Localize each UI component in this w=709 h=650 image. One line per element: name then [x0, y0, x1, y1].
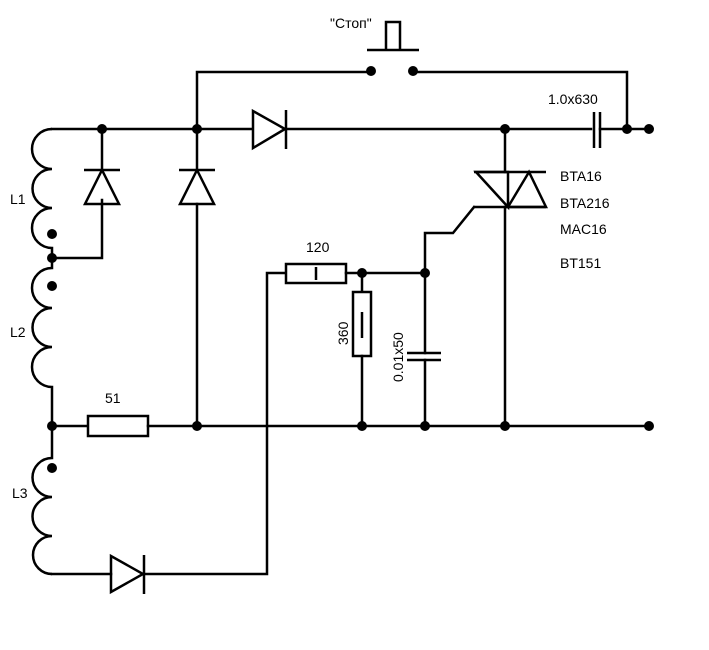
inductor-l3-dot — [47, 463, 57, 473]
inductor-l2-dot — [47, 281, 57, 291]
triac-triangle-down — [473, 170, 510, 211]
stop-button-label: "Стоп" — [330, 15, 372, 31]
inductor-l1-label: L1 — [10, 191, 26, 207]
resistor-51 — [86, 414, 150, 438]
wire-gate — [423, 205, 476, 275]
inductor-l3 — [31, 426, 54, 576]
resistor-51-label: 51 — [105, 390, 121, 406]
diode-top-triangle — [251, 108, 288, 151]
triac-label-3: MAC16 — [560, 221, 607, 237]
button-contact-left — [366, 66, 376, 76]
triac-label-4: BT151 — [560, 255, 601, 271]
diode-mid-triangle — [177, 167, 217, 206]
wire-l1-tap — [50, 198, 104, 260]
node — [622, 124, 632, 134]
triac — [473, 127, 548, 428]
diode-bottom-triangle — [109, 553, 146, 595]
capacitor-snubber-label: 0.01x50 — [390, 332, 406, 382]
inductor-l1-dot — [47, 229, 57, 239]
diode-top — [251, 108, 288, 151]
diode-bottom — [109, 553, 146, 595]
stop-button[interactable] — [366, 20, 419, 76]
terminal-bottom-output[interactable] — [644, 421, 654, 431]
wire-stop-right — [416, 70, 629, 131]
resistor-360-label: 360 — [335, 321, 351, 345]
inductor-l3-label: L3 — [12, 485, 28, 501]
button-plunger — [384, 20, 402, 50]
diode-mid — [177, 167, 217, 206]
inductor-l2-label: L2 — [10, 324, 26, 340]
triac-label-1: BTA16 — [560, 168, 602, 184]
inductor-l1 — [30, 127, 54, 258]
node — [192, 421, 202, 431]
inductor-l2 — [30, 258, 54, 426]
wire-stop-left — [195, 70, 368, 131]
wire-gate-feed — [142, 271, 288, 576]
button-contact-right — [408, 66, 418, 76]
triac-triangle-up — [505, 169, 548, 209]
capacitor-main-label: 1.0x630 — [548, 91, 598, 107]
diode-l1-triangle — [82, 167, 122, 206]
triac-label-2: BTA216 — [560, 195, 610, 211]
resistor-120-label: 120 — [306, 239, 330, 255]
terminal-top-output[interactable] — [644, 124, 654, 134]
